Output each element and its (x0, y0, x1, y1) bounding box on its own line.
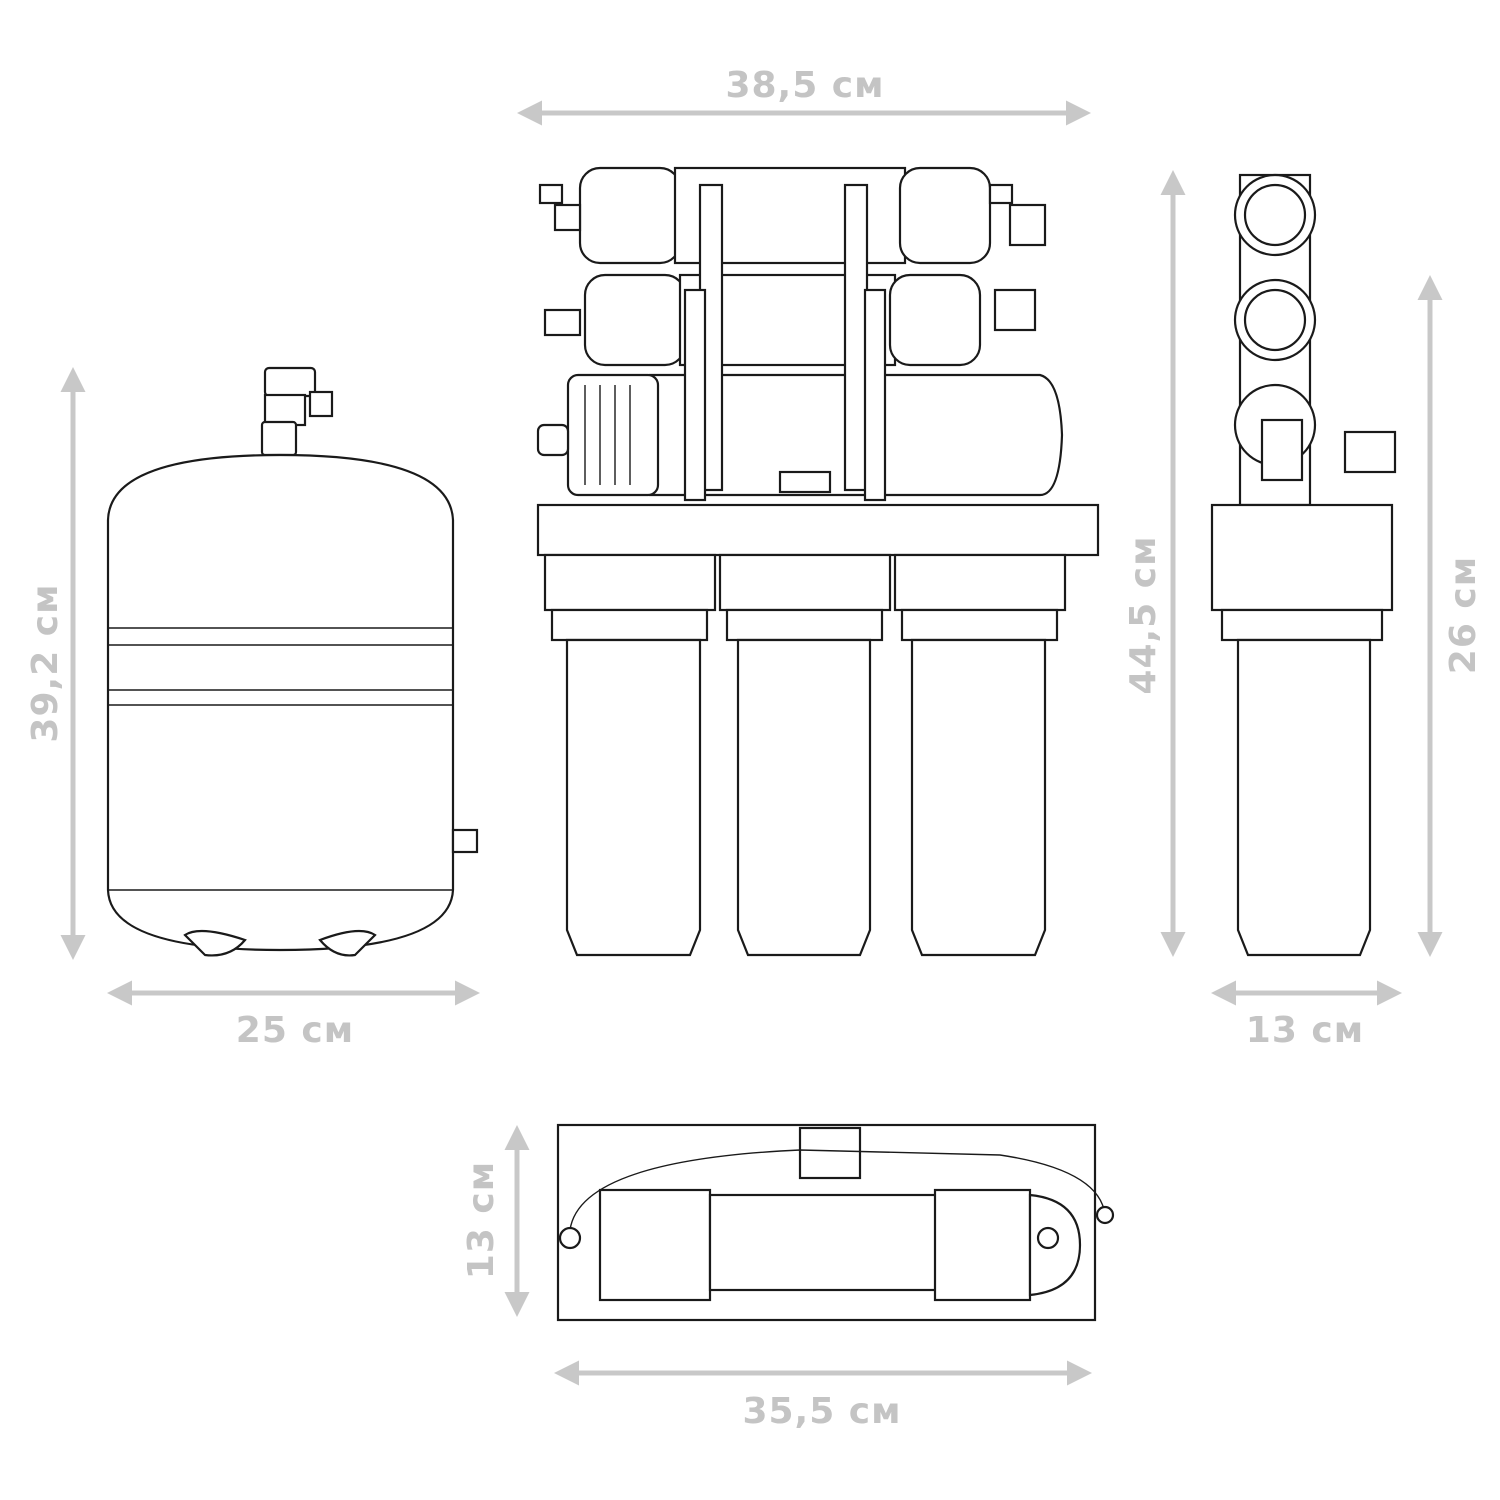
dimension-tank-height: 39,2 см (25, 367, 86, 960)
label-tank-width: 25 см (236, 1010, 354, 1051)
label-side-height: 26 см (1443, 556, 1484, 674)
dimension-main-height: 44,5 см (1123, 170, 1186, 957)
filter-unit-side (1210, 173, 1397, 957)
filter-unit-top (556, 1123, 1115, 1322)
label-main-width: 38,5 см (725, 65, 884, 106)
label-main-height: 44,5 см (1123, 535, 1164, 694)
storage-tank (106, 366, 479, 957)
dimension-main-width: 38,5 см (517, 65, 1091, 126)
label-top-depth: 13 см (461, 1161, 502, 1279)
canister (718, 553, 892, 957)
dimension-top-width: 35,5 см (554, 1360, 1092, 1432)
canister (893, 553, 1067, 957)
dimension-top-depth: 13 см (461, 1125, 530, 1317)
label-tank-height: 39,2 см (25, 583, 66, 742)
filter-unit-front (536, 166, 1100, 957)
label-top-width: 35,5 см (742, 1391, 901, 1432)
dimension-side-height: 26 см (1417, 275, 1484, 957)
canister (543, 553, 717, 957)
dimension-side-width: 13 см (1211, 980, 1402, 1051)
label-side-width: 13 см (1246, 1010, 1364, 1051)
dimension-tank-width: 25 см (107, 980, 480, 1051)
